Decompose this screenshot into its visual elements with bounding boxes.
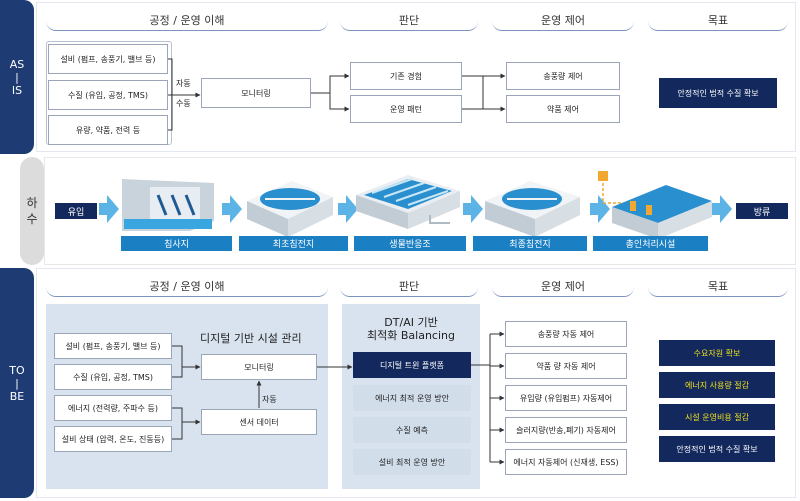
tobe-header-goal: 목표 [648, 278, 788, 297]
tobe-monitoring-box: 모니터링 [201, 354, 317, 380]
asis-header-goal: 목표 [648, 12, 788, 31]
arrow-icon [222, 195, 242, 223]
asis-side-line2: | [15, 70, 19, 84]
phosphorus-treatment-icon [598, 171, 712, 239]
process-illustration [99, 171, 732, 239]
tobe-side-line3: BE [9, 389, 25, 403]
process-side-label: 하 수 [20, 157, 44, 265]
asis-header-process: 공정 / 운영 이해 [46, 12, 328, 31]
asis-side-label: AS | IS [0, 0, 34, 154]
grit-chamber-icon [122, 179, 214, 231]
tobe-input-energy: 에너지 (전력량, 주파수 등) [54, 395, 172, 421]
tobe-input-water-quality: 수질 (유입, 공정, TMS) [54, 364, 172, 390]
tobe-dt-title-line2: 최적화 Balancing [367, 329, 455, 342]
tobe-control-energy: 에너지 자동제어 (신재생, ESS) [505, 449, 627, 475]
secondary-clarifier-icon [485, 181, 580, 237]
asis-connectors [168, 58, 506, 131]
tobe-input-equipment: 설비 (펌프, 송풍기, 밸브 등) [54, 333, 172, 359]
tobe-digital-twin-platform: 디지털 트윈 플랫폼 [353, 352, 471, 378]
asis-header-judgement: 판단 [340, 12, 478, 31]
tobe-energy-optimization: 에너지 최적 운영 방안 [353, 385, 471, 411]
asis-header-control: 운영 제어 [492, 12, 634, 31]
asis-input-equipment: 설비 (펌프, 송풍기, 밸브 등) [48, 44, 168, 74]
arrow-icon [338, 195, 358, 223]
tobe-goal-demand-resource: 수요자원 확보 [659, 340, 775, 366]
asis-auto-label: 자동 [176, 79, 191, 88]
tobe-dt-title: DT/AI 기반 최적화 Balancing [342, 316, 480, 342]
tobe-equipment-optimization: 설비 최적 운영 방안 [353, 449, 471, 475]
arrow-icon [590, 195, 610, 223]
asis-manual-label: 수동 [176, 99, 191, 108]
asis-side-line3: IS [11, 83, 23, 97]
asis-judgement-experience: 기존 경험 [350, 62, 462, 90]
tobe-water-quality-prediction: 수질 예측 [353, 417, 471, 443]
stage-bioreactor: 생물반응조 [354, 236, 466, 251]
primary-clarifier-icon [247, 181, 333, 237]
process-outflow-badge: 방류 [736, 203, 788, 219]
tobe-goal-energy-reduction: 에너지 사용량 절감 [659, 372, 775, 398]
asis-side-line1: AS [9, 57, 25, 71]
tobe-sensor-data-box: 센서 데이터 [201, 409, 317, 435]
tobe-header-judgement: 판단 [340, 278, 478, 297]
bioreactor-icon [356, 175, 460, 229]
arrow-icon [712, 195, 732, 223]
tobe-header-process: 공정 / 운영 이해 [46, 278, 328, 297]
tobe-control-sludge: 슬러지량(반송,폐기) 자동제어 [505, 417, 627, 443]
tobe-digital-title: 디지털 기반 시설 관리 [200, 332, 302, 345]
asis-control-air: 송풍량 제어 [506, 62, 620, 90]
arrow-icon [463, 195, 483, 223]
tobe-dt-title-line1: DT/AI 기반 [384, 316, 438, 329]
arrow-icon [99, 195, 119, 223]
tobe-side-line1: TO [9, 363, 25, 377]
asis-goal-legal-quality: 안정적인 법적 수질 확보 [659, 78, 777, 108]
process-side-line2: 수 [26, 212, 38, 226]
stage-phosphorus-treatment: 총인처리시설 [593, 236, 708, 251]
tobe-side-label: TO | BE [0, 268, 34, 498]
tobe-input-equipment-status: 설비 상태 (압력, 온도, 진동등) [54, 426, 172, 452]
process-side-line1: 하 [26, 196, 38, 210]
asis-input-water-quality: 수질 (유입, 공정, TMS) [48, 80, 168, 110]
stage-grit-chamber: 침사지 [121, 236, 232, 251]
stage-secondary-clarifier: 최종침전지 [473, 236, 587, 251]
tobe-auto-label: 자동 [262, 395, 277, 404]
tobe-goal-legal-quality: 안정적인 법적 수질 확보 [659, 436, 775, 462]
asis-control-chemical: 약품 제어 [506, 95, 620, 123]
tobe-control-inflow: 유입량 (유입펌프) 자동제어 [505, 385, 627, 411]
tobe-control-air: 송풍량 자동 제어 [505, 321, 627, 347]
stage-primary-clarifier: 최초침전지 [239, 236, 348, 251]
tobe-goal-cost-reduction: 시설 운영비용 절감 [659, 404, 775, 430]
process-inflow-badge: 유입 [55, 203, 97, 219]
asis-input-flow: 유량, 약품, 전력 등 [48, 115, 168, 145]
tobe-control-chemical: 약품 량 자동 제어 [505, 353, 627, 379]
asis-monitoring-box: 모니터링 [201, 78, 311, 108]
tobe-header-control: 운영 제어 [492, 278, 634, 297]
asis-judgement-pattern: 운영 패턴 [350, 95, 462, 123]
tobe-side-line2: | [15, 376, 19, 390]
